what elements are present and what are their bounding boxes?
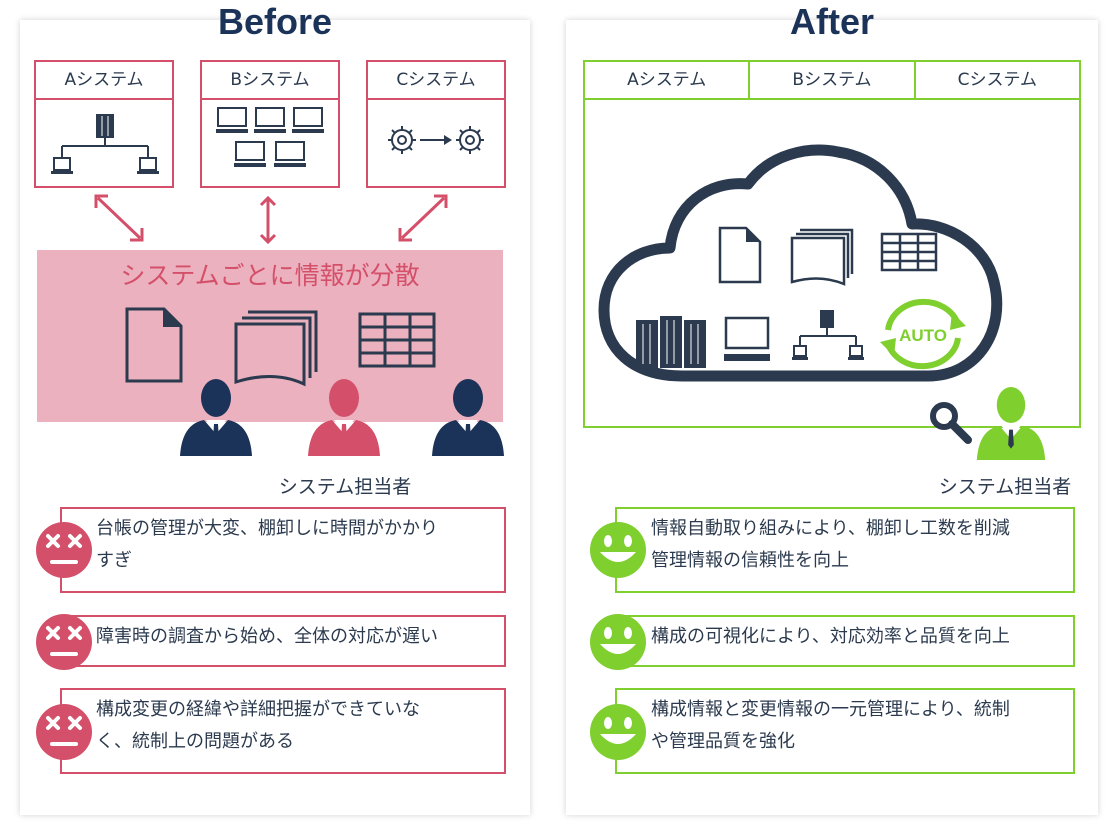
scattered-info-band: システムごとに情報が分散	[37, 250, 503, 422]
before-title: Before	[217, 1, 333, 42]
gears-icon	[368, 100, 504, 186]
document-icon	[125, 307, 183, 383]
double-arrow-icon	[259, 195, 277, 245]
monitor-icon	[724, 316, 770, 361]
server-network-icon	[36, 100, 172, 186]
sad-face-icon	[36, 704, 92, 760]
search-icon	[930, 402, 972, 444]
system-c-label: Cシステム	[368, 62, 504, 100]
stacked-documents-icon	[790, 228, 854, 286]
issue-text-line: 構成変更の経緯や詳細把握ができていな	[96, 699, 420, 720]
double-arrow-icon	[94, 194, 144, 242]
sad-face-icon	[36, 522, 92, 578]
system-a-box: Aシステム	[34, 60, 174, 188]
person-icon	[180, 379, 252, 456]
document-icon	[718, 226, 762, 284]
before-staff-label: システム担当者	[278, 476, 412, 498]
person-icon	[308, 379, 380, 456]
issue-text-line: 障害時の調査から始め、全体の対応が遅い	[96, 626, 438, 647]
server-network-icon	[792, 310, 864, 360]
smiley-face-icon	[590, 704, 646, 760]
issue-box: 台帳の管理が大変、棚卸しに時間がかかり すぎ	[60, 507, 506, 593]
after-staff-label: システム担当者	[938, 476, 1072, 498]
issue-box: 障害時の調査から始め、全体の対応が遅い	[60, 615, 506, 667]
benefit-box: 情報自動取り組みにより、棚卸し工数を削減 管理情報の信頼性を向上	[615, 507, 1075, 593]
issue-box: 構成変更の経緯や詳細把握ができていな く、統制上の問題がある	[60, 688, 506, 774]
smiley-face-icon	[590, 522, 646, 578]
after-title: After	[789, 1, 874, 42]
after-system-c-label: Cシステム	[957, 70, 1037, 90]
issue-text-line: く、統制上の問題がある	[96, 731, 294, 752]
after-system-headers: Aシステム Bシステム Cシステム	[583, 60, 1081, 100]
sad-face-icon	[36, 614, 92, 670]
table-icon	[358, 312, 436, 368]
benefit-box: 構成の可視化により、対応効率と品質を向上	[615, 615, 1075, 667]
after-system-area	[583, 98, 1081, 428]
person-icon	[976, 386, 1046, 460]
auto-sync-icon: AUTO	[880, 298, 966, 370]
table-icon	[880, 232, 938, 272]
after-system-a-label: Aシステム	[585, 62, 751, 98]
benefit-box: 構成情報と変更情報の一元管理により、統制 や管理品質を強化	[615, 688, 1075, 774]
system-c-box: Cシステム	[366, 60, 506, 188]
issue-text-line: 台帳の管理が大変、棚卸しに時間がかかり	[96, 518, 438, 539]
server-rack-icon	[636, 316, 706, 368]
benefit-text-line: 管理情報の信頼性を向上	[651, 550, 849, 571]
system-a-label: Aシステム	[36, 62, 172, 100]
cloud-icon	[598, 144, 1003, 382]
system-b-label: Bシステム	[202, 62, 338, 100]
smiley-face-icon	[590, 614, 646, 670]
benefit-text-line: や管理品質を強化	[651, 731, 795, 752]
after-system-b-label: Bシステム	[750, 62, 916, 98]
person-icon	[432, 379, 504, 456]
band-title: システムごとに情報が分散	[120, 261, 420, 290]
benefit-text-line: 構成の可視化により、対応効率と品質を向上	[651, 626, 1010, 647]
benefit-text-line: 情報自動取り組みにより、棚卸し工数を削減	[651, 518, 1010, 539]
stacked-documents-icon	[234, 310, 318, 387]
issue-text-line: すぎ	[96, 550, 132, 571]
double-arrow-icon	[398, 194, 448, 242]
monitors-icon	[202, 100, 338, 186]
system-b-box: Bシステム	[200, 60, 340, 188]
benefit-text-line: 構成情報と変更情報の一元管理により、統制	[651, 699, 1010, 720]
auto-label: AUTO	[899, 326, 947, 345]
